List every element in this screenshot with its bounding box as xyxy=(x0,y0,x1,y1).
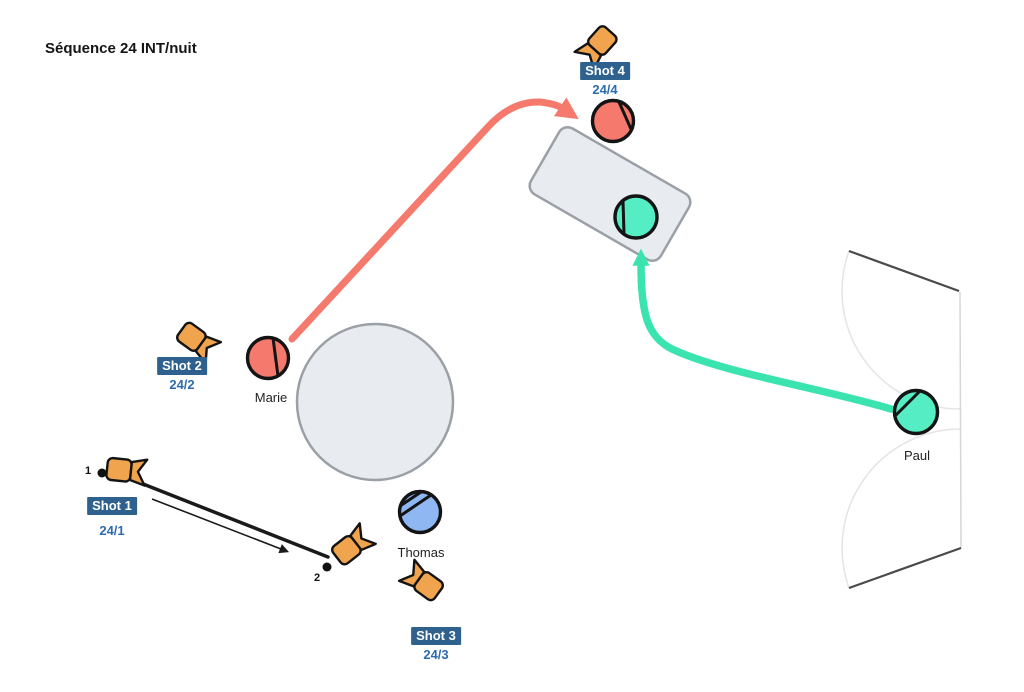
facing-line xyxy=(271,337,280,377)
marie-move-arrow[interactable] xyxy=(288,97,579,343)
shot4-code: 24/4 xyxy=(592,82,618,97)
character-paul-position-2[interactable] xyxy=(613,194,659,240)
camera-pos-marker-2: 2 xyxy=(313,572,321,584)
camera-icon-shot1-pos2[interactable] xyxy=(327,522,377,570)
shot1-code: 24/1 xyxy=(99,523,125,538)
camera-icon-shot3[interactable] xyxy=(397,558,448,605)
rect-table[interactable] xyxy=(526,124,694,265)
round-table[interactable] xyxy=(295,322,455,482)
shot1-label[interactable]: Shot 1 xyxy=(87,497,137,515)
character-paul[interactable] xyxy=(892,388,940,436)
shot2-code: 24/2 xyxy=(169,377,195,392)
camera-move-arrow[interactable] xyxy=(151,498,290,554)
character-name-marie: Marie xyxy=(254,390,288,405)
facing-line xyxy=(621,200,626,235)
shot2-label[interactable]: Shot 2 xyxy=(157,357,207,375)
camera-track-line[interactable] xyxy=(131,478,330,559)
camera-pos-marker-1: 1 xyxy=(84,465,92,477)
character-marie[interactable] xyxy=(245,335,291,381)
facing-line xyxy=(399,490,422,508)
door-swing-arc-top xyxy=(841,250,961,410)
character-name-paul: Paul xyxy=(903,448,931,463)
character-marie-position-2[interactable] xyxy=(590,98,636,144)
door-swing-arc-bottom xyxy=(841,428,962,589)
camera-icon-shot1-pos1[interactable] xyxy=(104,454,149,487)
door-leaf-top xyxy=(848,249,960,293)
character-thomas[interactable] xyxy=(397,489,443,535)
shot4-label[interactable]: Shot 4 xyxy=(580,62,630,80)
facing-line xyxy=(893,389,922,418)
camera-pos-dot-2[interactable] xyxy=(322,562,332,572)
door-leaf-bottom xyxy=(848,546,962,590)
camera-pos-dot-1[interactable] xyxy=(97,468,107,478)
shot3-code: 24/3 xyxy=(423,647,449,662)
door-wall-line xyxy=(959,291,962,549)
paul-move-arrow[interactable] xyxy=(632,248,895,413)
character-name-thomas: Thomas xyxy=(397,545,445,560)
shot3-label[interactable]: Shot 3 xyxy=(411,627,461,645)
scene-title: Séquence 24 INT/nuit xyxy=(45,40,197,57)
facing-line xyxy=(617,101,633,130)
facing-line xyxy=(399,493,432,518)
